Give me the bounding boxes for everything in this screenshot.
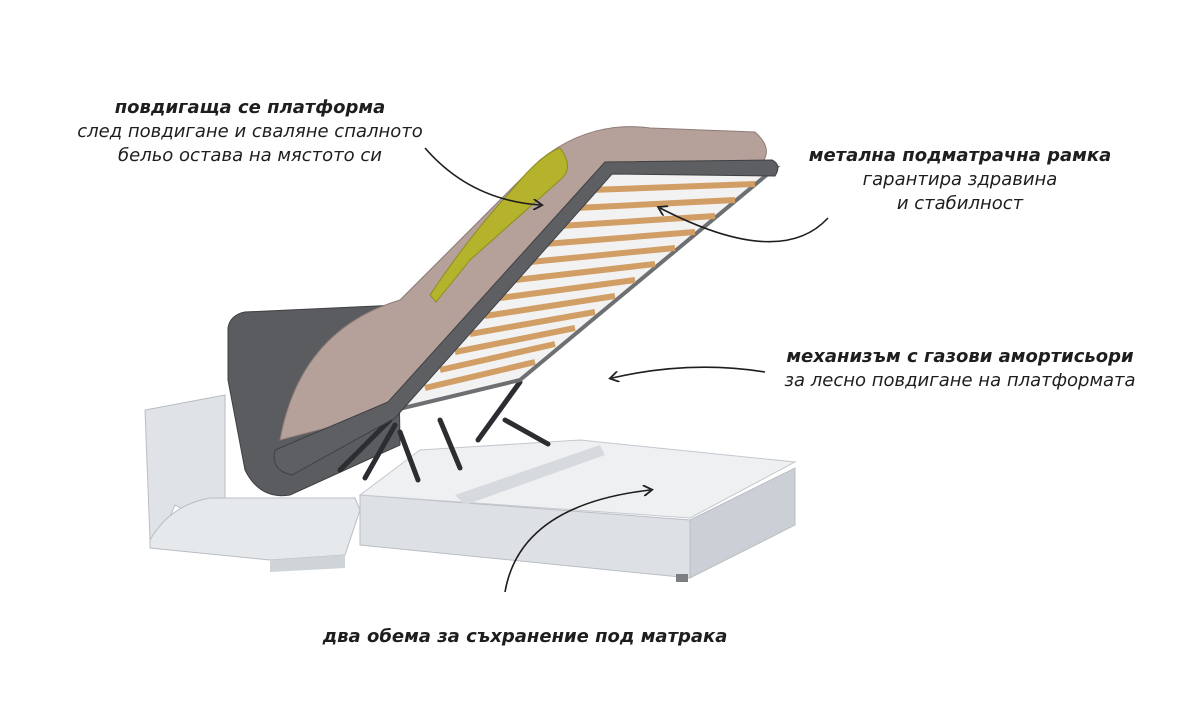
arrow-storage [504, 490, 650, 593]
arrow-mechanism [612, 366, 766, 378]
label-metal-frame-line1: гарантира здравина [862, 169, 1058, 190]
label-lifting-platform: повдигаща се платформа след повдигане и … [30, 96, 470, 168]
storage-divider [455, 445, 605, 505]
label-metal-frame: метална подматрачна рамка гарантира здра… [790, 144, 1130, 216]
label-storage: два обема за съхранение под матрака [310, 625, 740, 649]
left-shelf [149, 497, 361, 561]
label-metal-frame-line2: и стабилност [896, 193, 1024, 214]
mattress [279, 126, 767, 441]
gas-struts [337, 379, 551, 483]
arrow-platform [424, 147, 540, 205]
label-gas-mechanism-title: механизъм с газови амортисьори [786, 346, 1134, 367]
throw-blanket [429, 147, 568, 303]
label-metal-frame-title: метална подматрачна рамка [808, 145, 1112, 166]
platform-rail [273, 159, 779, 476]
storage-foot [676, 574, 688, 582]
storage-box-side [689, 467, 796, 579]
label-lifting-platform-title: повдигаща се платформа [114, 97, 386, 118]
bed-base [144, 394, 797, 582]
annotation-arrows [424, 147, 829, 593]
arrow-frame [660, 208, 829, 243]
label-gas-mechanism: механизъм с газови амортисьори за лесно … [760, 345, 1160, 393]
label-storage-title: два обема за съхранение под матрака [322, 626, 728, 647]
label-lifting-platform-line1: след повдигане и сваляне спалното [77, 121, 423, 142]
label-gas-mechanism-line1: за лесно повдигане на платформата [784, 370, 1136, 391]
label-lifting-platform-line2: бельо остава на мястото си [118, 145, 382, 166]
slats [424, 181, 756, 391]
left-shelf-front [270, 555, 345, 572]
